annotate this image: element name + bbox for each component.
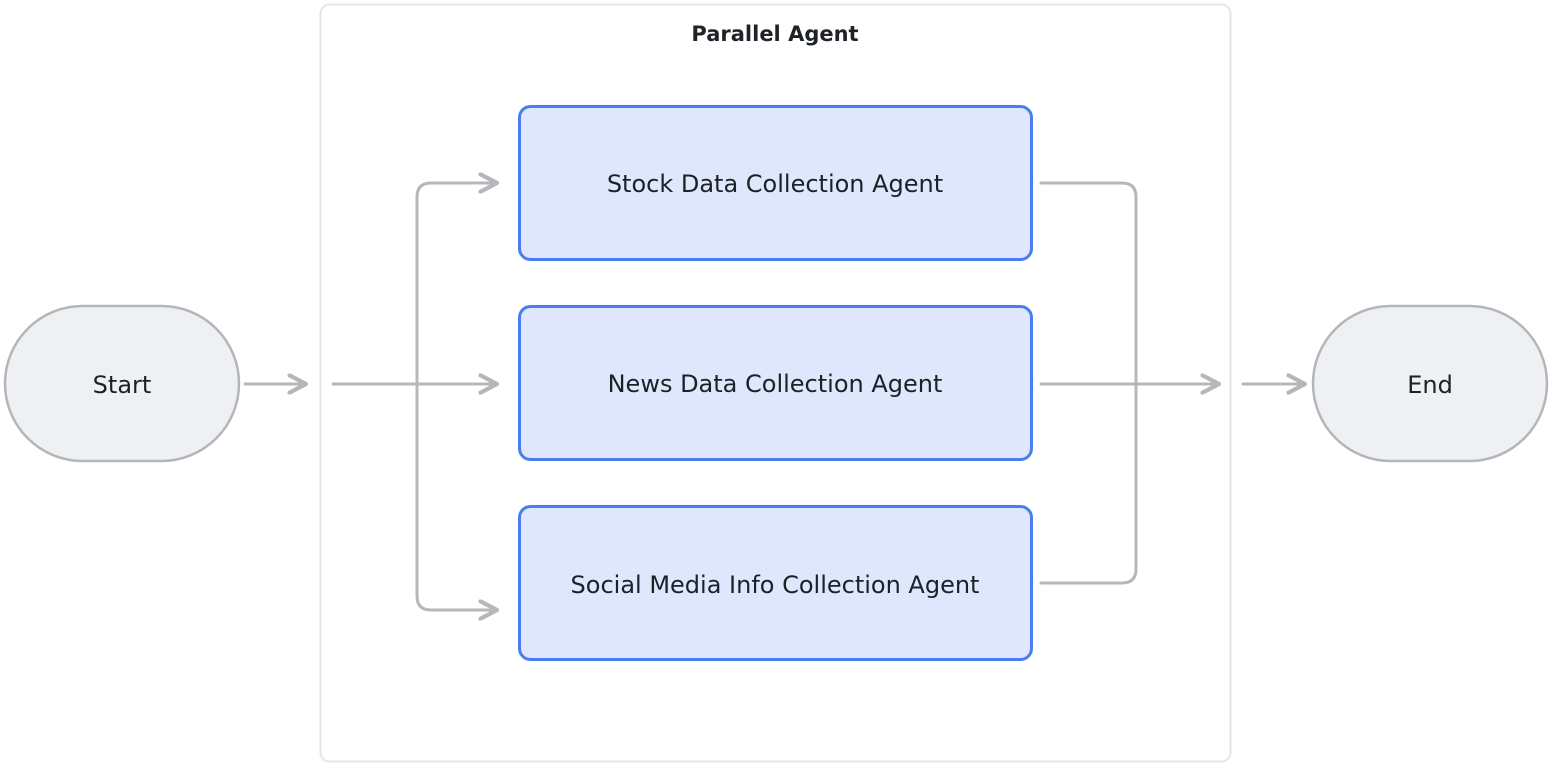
stock-data-collection-agent-label: Stock Data Collection Agent [607,170,943,198]
edge-stock-to-merge [1039,181,1138,386]
edge-fanout-to-stock [415,183,497,386]
start-node-shape[interactable] [3,304,241,463]
edge-social-to-merge [1039,382,1138,585]
node-news-data-collection-agent[interactable]: News Data Collection Agent [518,305,1033,461]
edge-fanout-to-social [415,382,497,610]
group-title: Parallel Agent [691,22,858,46]
node-social-media-info-collection-agent[interactable]: Social Media Info Collection Agent [518,505,1033,661]
social-media-info-collection-agent-box[interactable] [518,505,1033,661]
node-stock-data-collection-agent[interactable]: Stock Data Collection Agent [518,105,1033,261]
node-end[interactable]: End [1311,304,1549,463]
news-data-collection-agent-label: News Data Collection Agent [608,370,943,398]
edge-layer [243,181,1305,610]
social-media-info-collection-agent-label: Social Media Info Collection Agent [571,571,980,599]
end-node-shape[interactable] [1311,304,1549,463]
end-node-label: End [1407,371,1453,399]
news-data-collection-agent-box[interactable] [518,305,1033,461]
start-node-label: Start [93,371,152,399]
node-start[interactable]: Start [3,304,241,463]
stock-data-collection-agent-box[interactable] [518,105,1033,261]
